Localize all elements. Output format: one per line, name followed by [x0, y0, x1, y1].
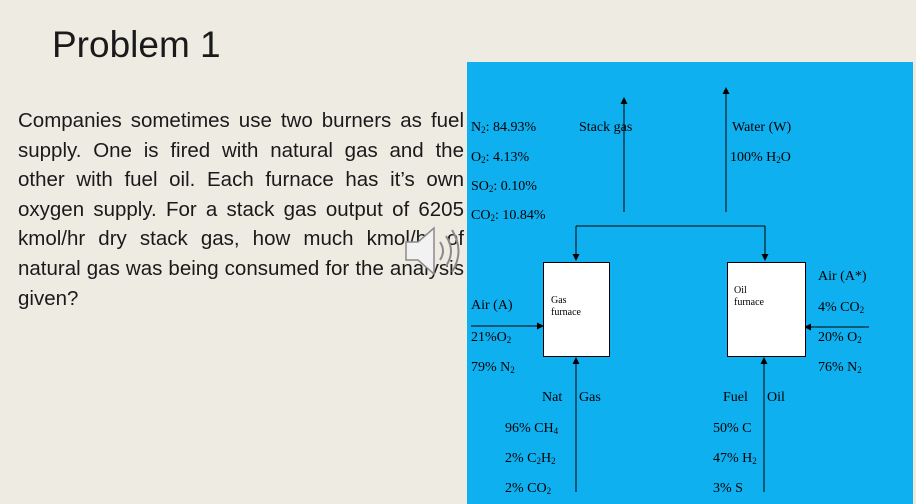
fuel-oil-label-left: Fuel — [723, 390, 748, 405]
water-label: Water (W) — [732, 120, 792, 135]
stack-co2: CO2: 10.84% — [471, 208, 546, 223]
fuel-oil-s: 3% S — [713, 481, 743, 496]
air-a-o2: 21%O2 — [471, 330, 512, 345]
fuel-oil-label-right: Oil — [767, 390, 785, 405]
water-composition: 100% H2O — [730, 150, 791, 165]
stack-n2: N2: 84.93% — [471, 120, 537, 135]
flow-lines — [471, 87, 869, 492]
nat-gas-label-left: Nat — [542, 390, 563, 405]
flow-diagram: N2: 84.93% O2: 4.13% SO2: 0.10% CO2: 10.… — [467, 62, 913, 504]
air-a-n2: 79% N2 — [471, 360, 515, 375]
problem-statement: Companies sometimes use two burners as f… — [18, 109, 464, 310]
air-a-star-label: Air (A*) — [818, 269, 867, 284]
speaker-icon[interactable] — [402, 222, 466, 280]
slide-title: Problem 1 — [52, 24, 221, 65]
air-a-star-o2: 20% O2 — [818, 330, 862, 345]
nat-gas-c2h2: 2% C2H2 — [505, 451, 556, 466]
stack-so2: SO2: 0.10% — [471, 179, 537, 194]
air-a-label: Air (A) — [471, 298, 513, 313]
air-a-star-co2: 4% CO2 — [818, 300, 865, 315]
fuel-oil-c: 50% C — [713, 421, 752, 436]
nat-gas-label-right: Gas — [579, 390, 601, 405]
fuel-oil-h2: 47% H2 — [713, 451, 757, 466]
stack-o2: O2: 4.13% — [471, 150, 530, 165]
nat-gas-ch4: 96% CH4 — [505, 421, 559, 436]
air-a-star-n2: 76% N2 — [818, 360, 862, 375]
nat-gas-co2: 2% CO2 — [505, 481, 552, 496]
stack-gas-label: Stack gas — [579, 120, 633, 135]
